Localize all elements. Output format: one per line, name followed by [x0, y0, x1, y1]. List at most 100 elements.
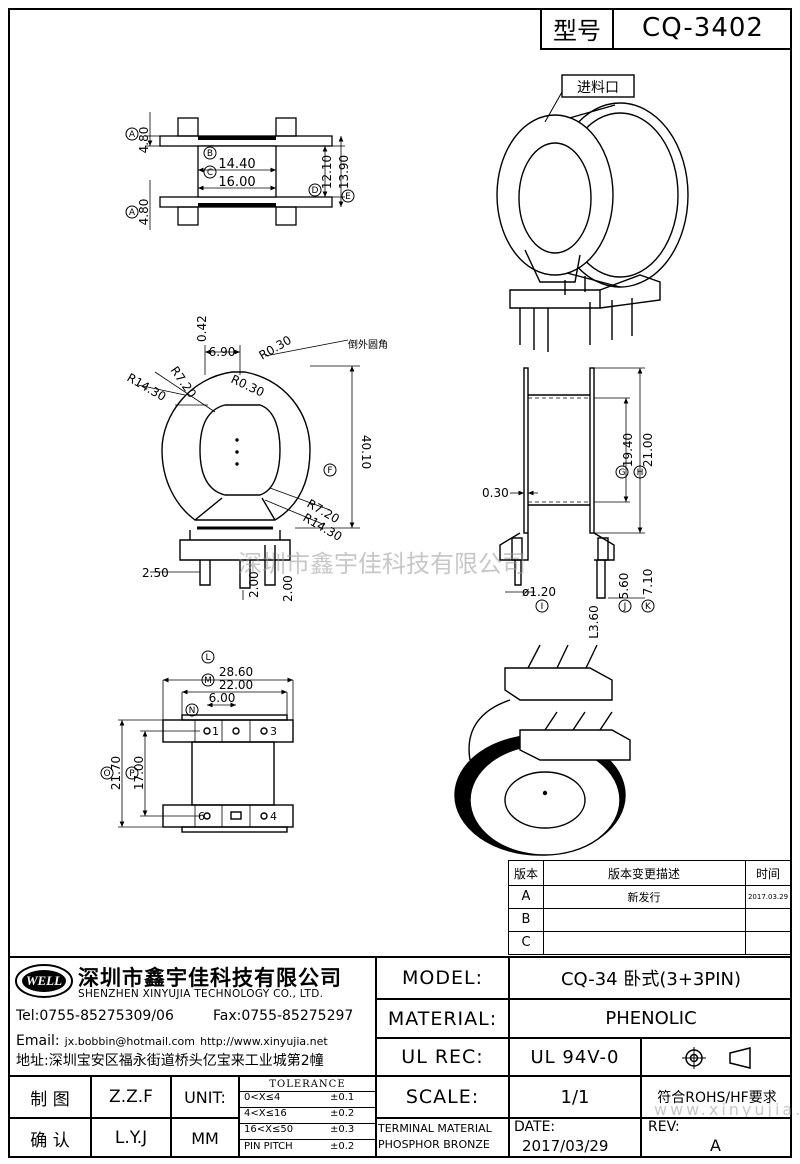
model-label: MODEL:: [402, 967, 483, 989]
ref-e: E: [345, 192, 351, 202]
dim-h2170: 21.70: [109, 756, 123, 790]
check-label: 确 认: [30, 1130, 70, 1151]
top-view: [145, 112, 345, 230]
inlet-callout: 进料口: [544, 74, 635, 123]
dim-b: 14.40: [218, 157, 255, 172]
dim-dia120: ø1.20: [522, 585, 556, 599]
scale-label: SCALE:: [405, 1086, 480, 1108]
ref-n: N: [189, 706, 196, 716]
tol-range-1: 4<X≤16: [244, 1108, 287, 1119]
pin-3: 3: [270, 725, 277, 738]
rev-row-a-time: 2017.03.29: [745, 885, 792, 909]
rev-row-c-rev: C: [508, 931, 544, 955]
dim-w690: 6.90: [209, 345, 236, 359]
drawing-frame: [8, 8, 792, 1158]
company-address: 地址:深圳宝安区福永街道桥头亿宝来工业城第2幢: [16, 1053, 324, 1069]
dim-w030: 0.30: [482, 486, 509, 500]
check-value: L.Y.J: [114, 1128, 148, 1148]
ref-l: L: [205, 653, 210, 663]
ref-o: O: [103, 769, 110, 779]
watermark-center: 深圳市鑫宇佳科技有限公司: [238, 550, 526, 578]
ref-c: C: [207, 168, 213, 178]
draw-label: 制 图: [30, 1089, 70, 1110]
ref-f: F: [327, 466, 332, 476]
tol-val-3: ±0.2: [330, 1141, 355, 1152]
rev-row-c-desc: [543, 931, 746, 955]
rev-header-time: 时间: [745, 860, 792, 886]
rev-row-c-time: [745, 931, 792, 955]
ul-value: UL 94V-0: [530, 1046, 620, 1068]
scale-value: 1/1: [560, 1086, 590, 1108]
date-value: 2017/03/29: [522, 1137, 609, 1155]
dim-d2100: 21.00: [641, 433, 655, 467]
dim-e: 13.90: [337, 155, 351, 189]
dim-d560: 5.60: [617, 573, 631, 600]
rev-header-desc: 版本变更描述: [543, 860, 746, 886]
tol-val-2: ±0.3: [330, 1124, 355, 1135]
iso-view-bottom: [454, 644, 631, 856]
ref-j: J: [623, 602, 627, 612]
bottom-view-refs: L M N O P: [100, 650, 215, 780]
pin-1: 1: [212, 725, 219, 738]
company-fax: Fax:0755-85275297: [213, 1008, 354, 1024]
rev-row-b-rev: B: [508, 908, 544, 932]
dim-a: 4.80: [137, 127, 151, 154]
tol-range-3: PIN PITCH: [244, 1141, 293, 1152]
header-model-label: 型号: [540, 8, 612, 50]
tolerance-title: TOLERANCE: [269, 1078, 346, 1090]
model-value: CQ-34 卧式(3+3PIN): [560, 969, 742, 990]
front-view: [137, 339, 360, 600]
dim-w2860: 28.60: [219, 665, 253, 679]
watermark-bottom: www.xinyujia.net: [654, 1100, 800, 1119]
rev-header-rev: 版本: [508, 860, 544, 886]
dim-t042: 0.42: [195, 315, 209, 342]
ref-g: G: [619, 468, 626, 478]
rev-row-a-desc: 新发行: [543, 885, 746, 909]
material-value: PHENOLIC: [605, 1008, 697, 1029]
dim-d: 12.10: [320, 155, 334, 189]
terminal-material-label: TERMINAL MATERIAL: [378, 1122, 492, 1135]
terminal-material-value: PHOSPHOR BRONZE: [378, 1138, 490, 1151]
ref-i: I: [541, 602, 544, 612]
tol-val-1: ±0.2: [330, 1108, 355, 1119]
date-label: DATE:: [514, 1119, 556, 1135]
company-tel: Tel:0755-85275309/06: [16, 1008, 174, 1024]
company-name-en: SHENZHEN XINYUJIA TECHNOLOGY CO., LTD.: [78, 988, 324, 1000]
ref-a2: A: [129, 208, 136, 218]
top-view-refs: A A B C D E: [125, 127, 355, 219]
ref-b: B: [207, 149, 213, 159]
rev-row-b-time: [745, 908, 792, 932]
company-web[interactable]: http://www.xinyujia.net: [200, 1035, 328, 1048]
rev-label: REV:: [648, 1119, 680, 1135]
bottom-view-labels: 28.60 22.00 6.00 21.70 17.00 1 3 6 4: [109, 665, 277, 823]
dim-p200a: 2.00: [247, 571, 261, 598]
tol-range-0: 0<X≤4: [244, 1092, 281, 1103]
side-view-labels: 19.40 21.00 0.30 ø1.20 L3.60 5.60 7.10: [482, 433, 655, 639]
draw-value: Z.Z.F: [109, 1087, 153, 1107]
ref-m: M: [204, 676, 212, 686]
projection-cone: [729, 1047, 751, 1069]
ref-h: H: [637, 468, 644, 478]
top-view-labels: 4.80 4.80 14.40 16.00 12.10 13.90: [137, 127, 351, 226]
dim-p200b: 2.00: [281, 575, 295, 602]
dim-a2: 4.80: [137, 199, 151, 226]
company-email-label: Email:: [16, 1033, 60, 1049]
dim-h1700: 17.00: [132, 756, 146, 790]
dim-p250: 2.50: [142, 566, 169, 580]
ref-p: P: [129, 769, 135, 779]
unit-label: UNIT:: [184, 1087, 226, 1107]
dim-w600: 6.00: [209, 691, 236, 705]
chamfer-label: 倒外圆角: [348, 339, 388, 351]
company-email[interactable]: jx.bobbin@hotmail.com: [64, 1035, 195, 1048]
iso-view: [496, 102, 689, 352]
ref-k: K: [645, 602, 652, 612]
dim-c: 16.00: [218, 175, 255, 190]
bottom-view: [118, 677, 294, 833]
material-label: MATERIAL:: [387, 1007, 498, 1030]
tol-range-2: 16<X≤50: [244, 1124, 294, 1135]
inlet-label: 进料口: [577, 80, 619, 96]
ref-a: A: [129, 130, 136, 140]
header-model-value: CQ-3402: [612, 8, 792, 50]
rev-row-a-rev: A: [508, 885, 544, 909]
